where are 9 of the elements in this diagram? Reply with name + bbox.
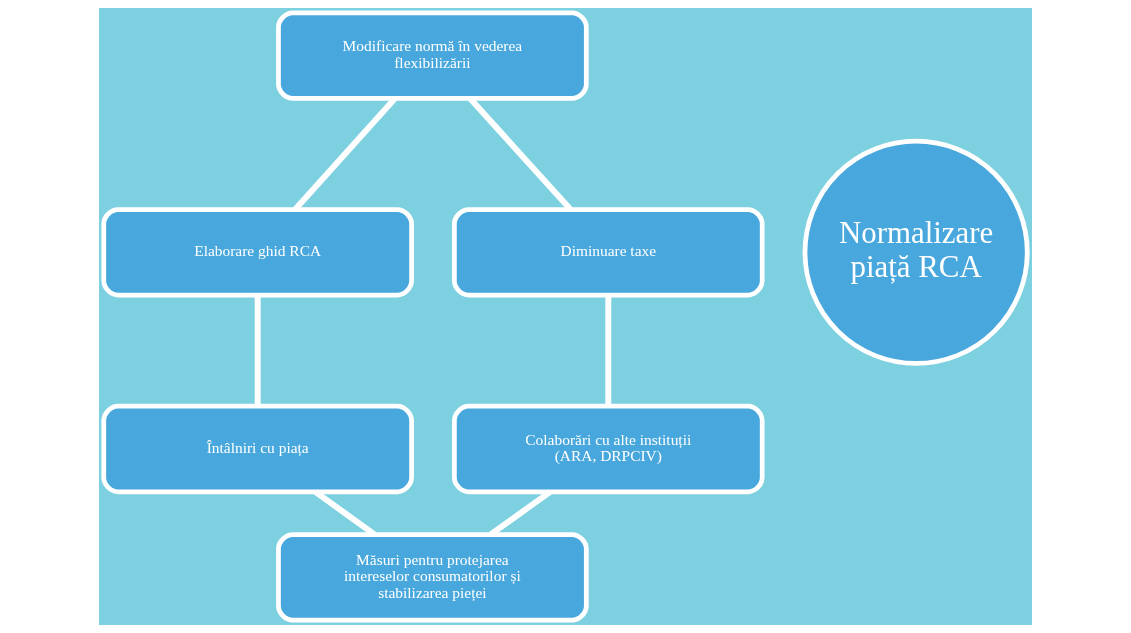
node-box: Modificare normă în vederea flexibilizării — [276, 10, 589, 101]
connector — [254, 295, 261, 407]
node-box: Colaborări cu alte instituții (ARA, DRPCIV) — [452, 403, 765, 495]
connector — [605, 295, 612, 407]
node-box: Diminuare taxe — [452, 207, 765, 298]
node-circle: Normalizare piață RCA — [802, 138, 1030, 366]
node-box: Întâlniri cu piața — [101, 403, 414, 495]
node-box: Elaborare ghid RCA — [101, 207, 414, 298]
node-box: Măsuri pentru protejarea intereselor consumatorilor și stabilizarea pieței — [276, 532, 589, 623]
